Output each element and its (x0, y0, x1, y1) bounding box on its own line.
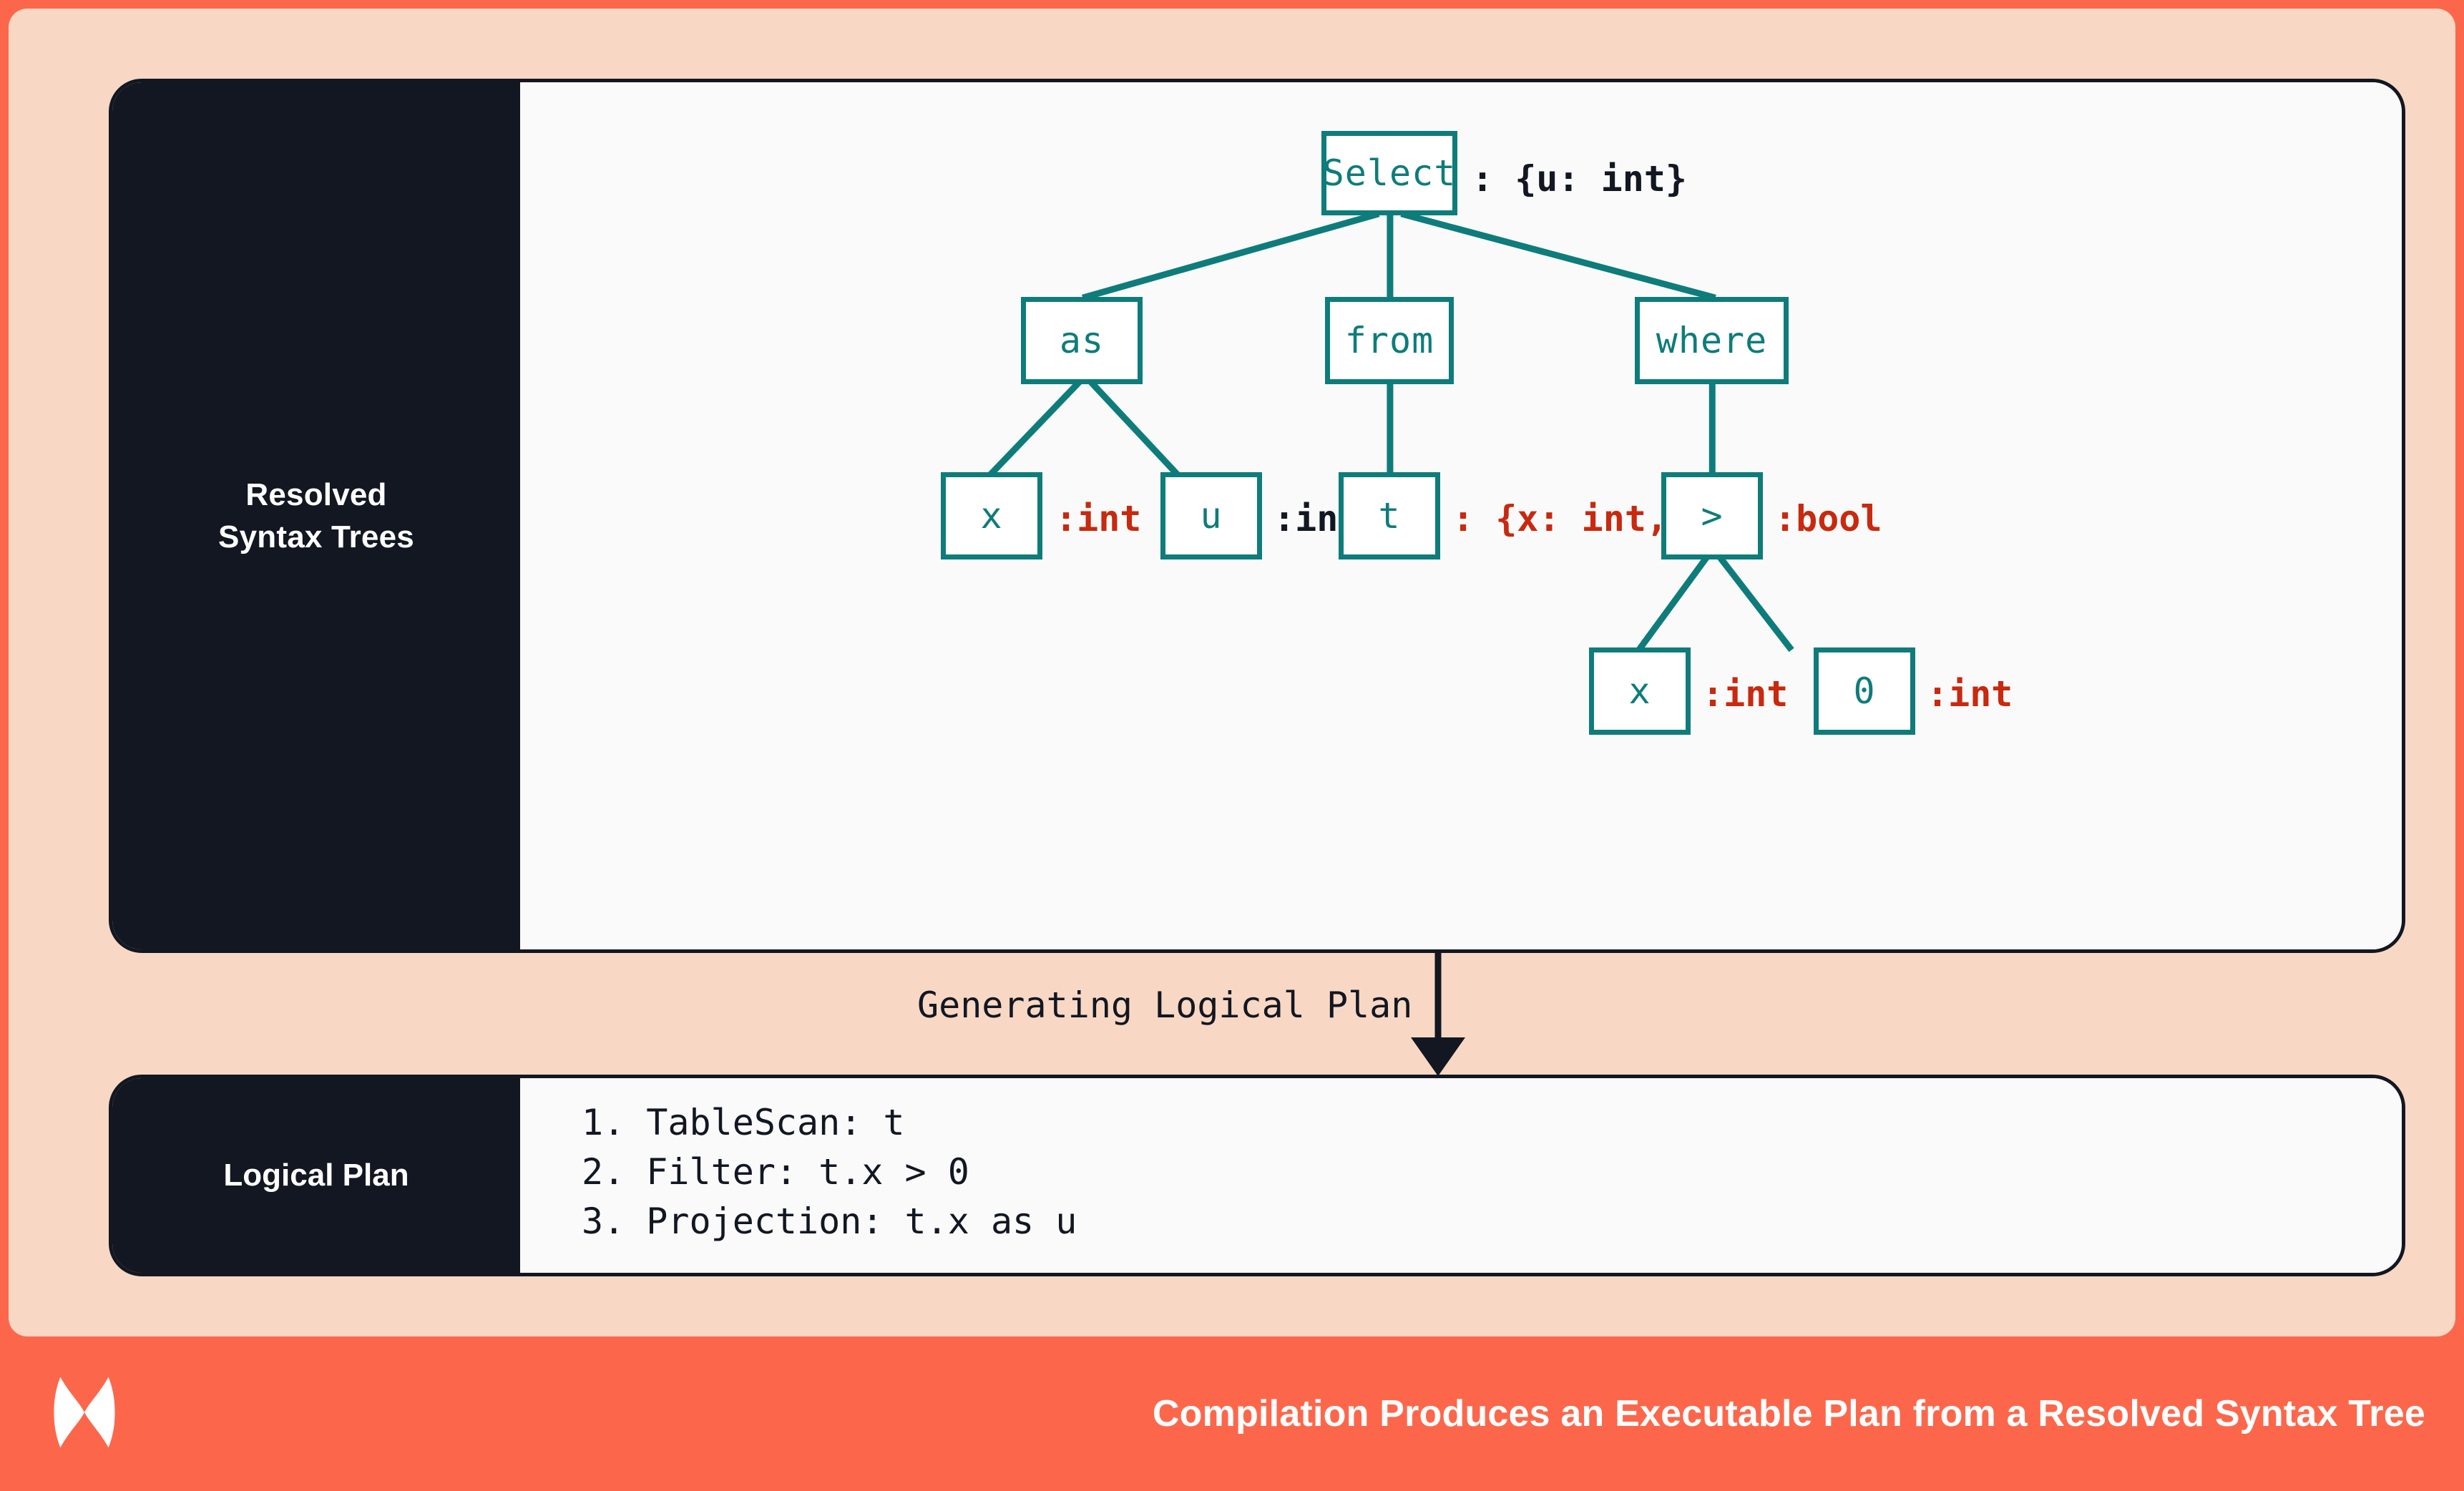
logical-plan-card: Logical Plan 1. TableScan: t 2. Filter: … (109, 1075, 2405, 1276)
tree-node-as-text: as (1059, 320, 1105, 361)
plan-card-body: 1. TableScan: t 2. Filter: t.x > 0 3. Pr… (520, 1078, 2402, 1273)
tree-annotation-gt-zero: :int (1927, 673, 2013, 715)
tree-annotation-select: : {u: int} (1472, 158, 1688, 200)
tree-node-where[interactable]: where (1635, 297, 1789, 384)
tree-edges (988, 210, 1794, 652)
tree-card-body: Select : {u: int} as from where x :int (520, 82, 2402, 949)
logical-plan-step: 3. Projection: t.x as u (582, 1201, 1077, 1242)
plan-card-label-text: Logical Plan (223, 1158, 409, 1193)
tree-node-from-text: from (1344, 320, 1434, 361)
tree-node-greater-than[interactable]: > (1661, 472, 1763, 559)
poster-canvas: Resolved Syntax Trees (9, 9, 2455, 1336)
resolved-syntax-trees-card: Resolved Syntax Trees (109, 79, 2405, 953)
edge-select-as (1082, 210, 1380, 301)
tree-node-greater-than-text: > (1701, 495, 1724, 537)
tree-node-gt-x-text: x (1628, 670, 1651, 712)
transition-arrow-group: Generating Logical Plan (109, 953, 2405, 1075)
transition-arrow-icon (1411, 953, 1465, 1075)
tree-node-from-t[interactable]: t (1339, 472, 1440, 559)
footer-bar: Compilation Produces an Executable Plan … (0, 1336, 2464, 1491)
tree-node-as-x-text: x (980, 495, 1003, 537)
footer-caption: Compilation Produces an Executable Plan … (1152, 1393, 2425, 1434)
tree-node-as[interactable]: as (1021, 297, 1143, 384)
tree-node-where-text: where (1656, 320, 1768, 361)
tree-node-select-text: Select (1322, 152, 1457, 194)
edge-gt-x (1636, 554, 1710, 652)
tree-node-from[interactable]: from (1325, 297, 1454, 384)
tree-card-label: Resolved Syntax Trees (112, 82, 520, 949)
edge-gt-0 (1716, 554, 1794, 652)
transition-label: Generating Logical Plan (917, 984, 1413, 1026)
edge-select-where (1400, 210, 1716, 301)
tree-node-gt-zero[interactable]: 0 (1814, 647, 1915, 735)
tree-node-as-u[interactable]: u (1160, 472, 1262, 559)
tree-node-as-u-text: u (1200, 495, 1223, 537)
tree-annotation-as-x: :int (1055, 498, 1142, 539)
edge-as-x (988, 379, 1082, 477)
tree-annotation-gt-x: :int (1702, 673, 1789, 715)
tree-node-gt-zero-text: 0 (1853, 670, 1876, 712)
logical-plan-step-list: 1. TableScan: t 2. Filter: t.x > 0 3. Pr… (520, 1078, 2402, 1246)
tree-node-from-t-text: t (1378, 495, 1401, 537)
tree-annotation-greater-than: :bool (1774, 498, 1882, 539)
tree-node-gt-x[interactable]: x (1589, 647, 1691, 735)
logical-plan-step: 1. TableScan: t (582, 1102, 905, 1143)
tree-card-label-line2: Syntax Trees (218, 519, 414, 554)
plan-card-label: Logical Plan (112, 1078, 520, 1273)
tree-card-label-line1: Resolved (245, 476, 387, 512)
tree-node-select[interactable]: Select (1321, 131, 1457, 215)
logical-plan-step: 2. Filter: t.x > 0 (582, 1151, 969, 1193)
edge-as-u (1088, 379, 1180, 477)
tree-node-as-x[interactable]: x (941, 472, 1042, 559)
bowtie-logo-icon (54, 1377, 115, 1448)
